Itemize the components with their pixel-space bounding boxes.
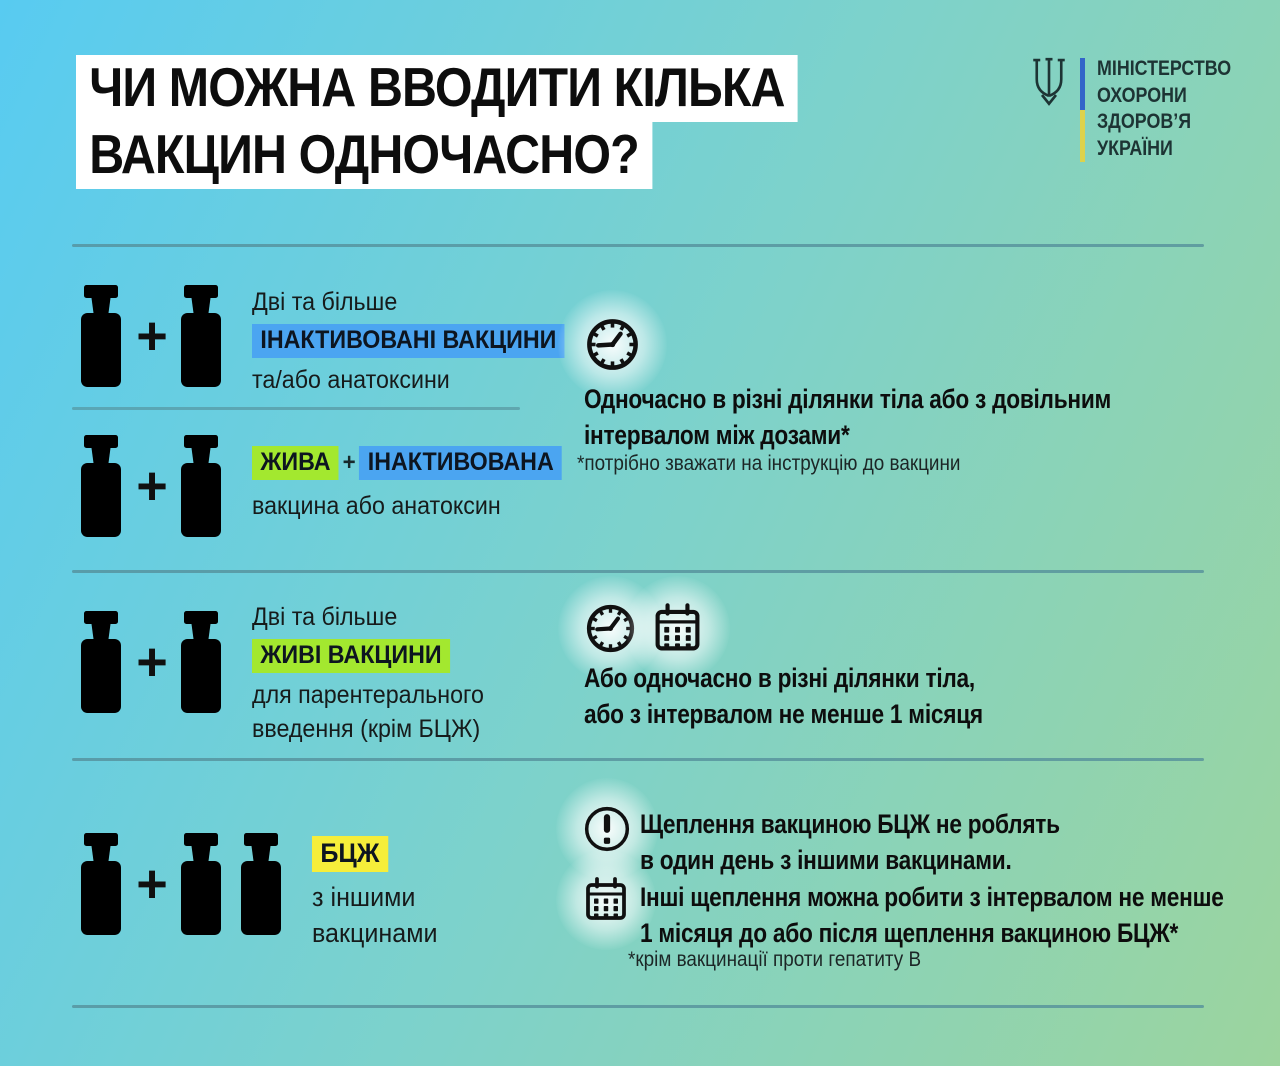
section-divider [72,570,1204,573]
plus-sign: + [136,456,168,516]
plus-sign: + [136,854,168,914]
logo-line: МІНІСТЕРСТВО [1097,57,1232,80]
inactivated-vaccines-label: Дві та більше ІНАКТИВОВАНІ ВАКЦИНИ та/аб… [252,287,565,395]
sectionA-footnote: *потрібно зважати на інструкцію до вакци… [577,452,961,475]
vial-icon-green [78,608,124,716]
live-vaccines-label: Дві та більше ЖИВІ ВАКЦИНИ для парентера… [252,602,484,744]
vial-icon-blue [238,830,284,938]
plus-sign: + [136,306,168,366]
plus-sign: + [342,449,356,476]
label-line: та/або анатоксини [252,366,450,395]
label-line: для парентерального [252,681,484,710]
bcg-label: БЦЖ з іншими вакцинами [312,836,438,949]
logo-line: ЗДОРОВ’Я [1097,110,1192,133]
ministry-logo: МІНІСТЕРСТВО ОХОРОНИ ЗДОРОВ’Я УКРАЇНИ [1028,56,1255,162]
statement-line: Інші щеплення можна робити з інтервалом … [640,882,1224,912]
logo-line: ОХОРОНИ [1097,83,1187,107]
statement-line: в один день з іншими вакцинами. [640,845,1012,875]
live-highlight: ЖИВІ ВАКЦИНИ [252,639,450,674]
section-divider [72,1005,1204,1008]
statement-line: Одночасно в різні ділянки тіла або з дов… [584,384,1112,414]
inactivated-highlight: ІНАКТИВОВАНІ ВАКЦИНИ [252,324,565,359]
page-title-line2: ВАКЦИН ОДНОЧАСНО? [76,122,652,189]
statement-line: 1 місяця до або після щеплення вакциною … [640,918,1179,948]
inactivated-highlight: ІНАКТИВОВАНА [359,446,563,481]
bcg-highlight: БЦЖ [312,836,388,873]
plus-sign: + [136,632,168,692]
sectionB-statement: Або одночасно в різні ділянки тіла, або … [584,660,983,732]
label-line: з іншими [312,882,416,913]
label-line: Дві та більше [252,603,398,631]
ministry-logo-text: МІНІСТЕРСТВО ОХОРОНИ ЗДОРОВ’Я УКРАЇНИ [1097,56,1231,162]
vial-icon-blue [178,282,224,390]
statement-line: інтервалом між дозами* [584,420,850,450]
sectionC-statement2: Інші щеплення можна робити з інтервалом … [640,879,1224,951]
section-divider [72,758,1204,761]
label-line: вакцина або анатоксин [252,492,501,521]
vial-icon-green [178,608,224,716]
trident-icon [1028,56,1070,106]
clock-icon [558,290,667,399]
label-line: Дві та більше [252,288,398,316]
statement-line: Або одночасно в різні ділянки тіла, [584,663,975,693]
live-highlight: ЖИВА [252,446,339,481]
vial-icon-green [178,830,224,938]
logo-line: УКРАЇНИ [1097,136,1173,160]
calendar-icon [625,576,730,681]
section-divider [72,244,1204,247]
vial-icon-yellow [78,830,124,938]
label-line: вакцинами [312,918,438,949]
calendar-icon [556,850,656,950]
sectionC-footnote: *крім вакцинації проти гепатиту В [628,948,922,971]
statement-line: або з інтервалом не менше 1 місяця [584,699,983,729]
sectionA-statement: Одночасно в різні ділянки тіла або з дов… [584,381,1111,453]
vial-icon-green [78,432,124,540]
vial-icon-blue [178,432,224,540]
live-plus-inactivated-label: ЖИВА+ІНАКТИВОВАНА вакцина або анатоксин [252,446,563,521]
flag-bar-icon [1080,58,1085,162]
page-title-line1: ЧИ МОЖНА ВВОДИТИ КІЛЬКА [76,55,798,122]
exclamation-icon [556,778,658,880]
statement-line: Щеплення вакциною БЦЖ не роблять [640,809,1060,839]
subrow-divider [72,407,520,410]
label-line: введення (крім БЦЖ) [252,715,481,744]
sectionC-statement1: Щеплення вакциною БЦЖ не роблять в один … [640,806,1060,878]
vial-icon-blue [78,282,124,390]
